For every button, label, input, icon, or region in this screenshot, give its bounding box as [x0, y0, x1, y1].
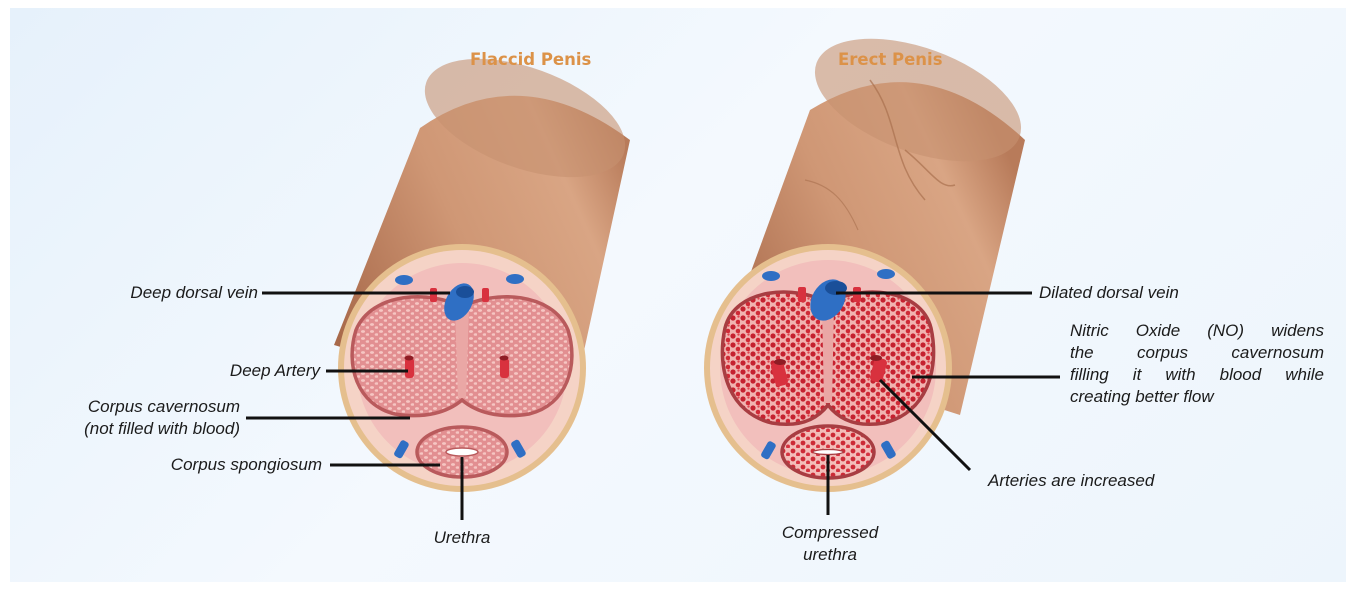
label-deep-artery: Deep Artery	[230, 360, 320, 382]
erect-penis-illustration	[704, 14, 1037, 492]
flaccid-deep-artery-left	[405, 358, 414, 378]
label-nitric-oxide-line3: filling it with blood while	[1070, 364, 1324, 386]
flaccid-urethra	[446, 448, 478, 456]
label-compressed-urethra-line2: urethra	[760, 544, 900, 566]
label-dilated-dorsal-vein: Dilated dorsal vein	[1039, 282, 1179, 304]
erect-compressed-urethra	[813, 450, 843, 455]
label-corpus-spongiosum: Corpus spongiosum	[171, 454, 322, 476]
label-corpus-cavernosum: Corpus cavernosum (not filled with blood…	[84, 396, 240, 440]
label-nitric-oxide-line4: creating better flow	[1070, 386, 1324, 408]
label-nitric-oxide: Nitric Oxide (NO) widens the corpus cave…	[1070, 320, 1324, 408]
label-corpus-cavernosum-line1: Corpus cavernosum	[84, 396, 240, 418]
flaccid-title: Flaccid Penis	[470, 50, 591, 69]
label-urethra: Urethra	[410, 527, 514, 549]
label-nitric-oxide-line2: the corpus cavernosum	[1070, 342, 1324, 364]
label-deep-dorsal-vein: Deep dorsal vein	[130, 282, 258, 304]
label-compressed-urethra: Compressed urethra	[760, 522, 900, 566]
label-corpus-cavernosum-line2: (not filled with blood)	[84, 418, 240, 440]
flaccid-penis-illustration	[334, 35, 641, 492]
label-arteries-increased: Arteries are increased	[988, 470, 1154, 492]
label-nitric-oxide-line1: Nitric Oxide (NO) widens	[1070, 320, 1324, 342]
label-compressed-urethra-line1: Compressed	[760, 522, 900, 544]
flaccid-deep-artery-right	[500, 358, 509, 378]
erect-title: Erect Penis	[838, 50, 943, 69]
